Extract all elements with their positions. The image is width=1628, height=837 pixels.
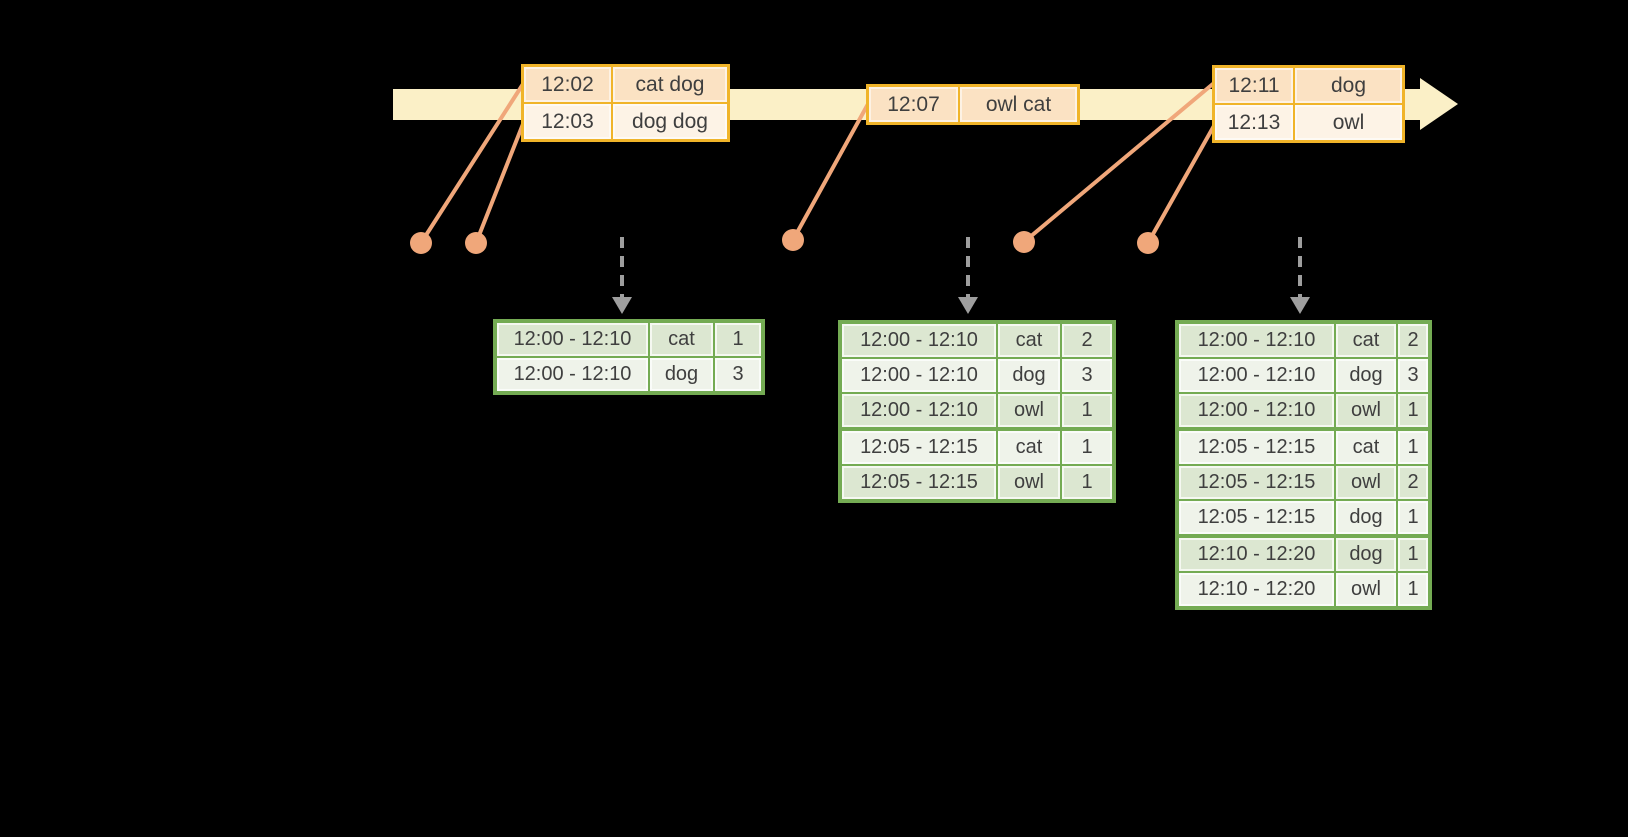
window-cell: 12:00 - 12:10 (494, 356, 650, 394)
window-cell: 12:00 - 12:10 (839, 392, 998, 430)
event-time-dot (1013, 231, 1035, 253)
event-words-cell: owl cat (958, 84, 1080, 125)
word-cell: owl (996, 464, 1062, 502)
event-words-cell: cat dog (611, 64, 730, 104)
window-cell: 12:00 - 12:10 (839, 321, 998, 359)
word-cell: cat (1334, 427, 1398, 466)
count-cell: 1 (1396, 392, 1431, 430)
table-row: 12:13 owl (1212, 103, 1405, 143)
window-cell: 12:00 - 12:10 (494, 320, 650, 358)
window-cell: 12:10 - 12:20 (1176, 571, 1336, 609)
word-cell: cat (1334, 321, 1398, 359)
word-cell: dog (996, 357, 1062, 394)
word-cell: cat (996, 427, 1062, 466)
count-cell: 3 (1396, 357, 1431, 394)
word-cell: owl (1334, 571, 1398, 609)
window-cell: 12:05 - 12:15 (1176, 427, 1336, 466)
table-row: 12:00 - 12:10 cat 1 (494, 320, 764, 358)
event-words-cell: dog dog (611, 102, 730, 142)
window-cell: 12:05 - 12:15 (839, 427, 998, 466)
event-time-cell: 12:07 (866, 84, 960, 125)
table-row: 12:11 dog (1212, 65, 1405, 105)
trigger-arrowhead-icon (1290, 297, 1310, 314)
table-row: 12:10 - 12:20 dog 1 (1176, 534, 1431, 573)
count-cell: 2 (1060, 321, 1115, 359)
word-cell: owl (996, 392, 1062, 430)
count-cell: 1 (713, 320, 764, 358)
word-cell: owl (1334, 464, 1398, 501)
count-cell: 2 (1396, 321, 1431, 359)
table-row: 12:10 - 12:20 owl 1 (1176, 571, 1431, 609)
table-row: 12:05 - 12:15 owl 2 (1176, 464, 1431, 501)
event-time-dot (782, 229, 804, 251)
count-cell: 1 (1396, 427, 1431, 466)
window-cell: 12:00 - 12:10 (1176, 392, 1336, 430)
word-cell: dog (1334, 357, 1398, 394)
event-words-cell: dog (1293, 65, 1405, 105)
table-row: 12:05 - 12:15 cat 1 (839, 427, 1115, 466)
count-cell: 2 (1396, 464, 1431, 501)
result-table-2: 12:00 - 12:10 cat 2 12:00 - 12:10 dog 3 … (838, 320, 1116, 503)
event-table-3: 12:11 dog 12:13 owl (1212, 65, 1405, 143)
event-time-cell: 12:02 (521, 64, 613, 104)
event-connector-line (1146, 122, 1217, 245)
event-time-cell: 12:03 (521, 102, 613, 142)
window-cell: 12:00 - 12:10 (839, 357, 998, 394)
event-time-dot (1137, 232, 1159, 254)
word-cell: dog (1334, 534, 1398, 573)
table-row: 12:03 dog dog (521, 102, 730, 142)
table-row: 12:00 - 12:10 owl 1 (839, 392, 1115, 430)
count-cell: 1 (1396, 534, 1431, 573)
count-cell: 3 (1060, 357, 1115, 394)
word-cell: owl (1334, 392, 1398, 430)
count-cell: 3 (713, 356, 764, 394)
count-cell: 1 (1060, 427, 1115, 466)
table-row: 12:05 - 12:15 cat 1 (1176, 427, 1431, 466)
window-cell: 12:00 - 12:10 (1176, 321, 1336, 359)
table-row: 12:02 cat dog (521, 64, 730, 104)
word-cell: dog (648, 356, 715, 394)
event-time-cell: 12:13 (1212, 103, 1295, 143)
event-table-2: 12:07 owl cat (866, 84, 1080, 125)
word-cell: cat (648, 320, 715, 358)
result-table-3: 12:00 - 12:10 cat 2 12:00 - 12:10 dog 3 … (1175, 320, 1432, 610)
count-cell: 1 (1060, 392, 1115, 430)
window-cell: 12:00 - 12:10 (1176, 357, 1336, 394)
event-connector-line (474, 122, 525, 245)
count-cell: 1 (1396, 499, 1431, 537)
timeline-arrowhead-icon (1420, 78, 1458, 130)
trigger-arrowhead-icon (958, 297, 978, 314)
table-row: 12:05 - 12:15 dog 1 (1176, 499, 1431, 537)
table-row: 12:05 - 12:15 owl 1 (839, 464, 1115, 502)
result-table-1: 12:00 - 12:10 cat 1 12:00 - 12:10 dog 3 (493, 319, 765, 395)
window-cell: 12:10 - 12:20 (1176, 534, 1336, 573)
event-time-cell: 12:11 (1212, 65, 1295, 105)
count-cell: 1 (1060, 464, 1115, 502)
word-cell: cat (996, 321, 1062, 359)
table-row: 12:00 - 12:10 cat 2 (1176, 321, 1431, 359)
trigger-arrowhead-icon (612, 297, 632, 314)
event-time-dot (465, 232, 487, 254)
event-time-dot (410, 232, 432, 254)
window-cell: 12:05 - 12:15 (1176, 499, 1336, 537)
table-row: 12:00 - 12:10 owl 1 (1176, 392, 1431, 430)
table-row: 12:00 - 12:10 cat 2 (839, 321, 1115, 359)
event-connector-line (791, 102, 870, 242)
window-cell: 12:05 - 12:15 (839, 464, 998, 502)
table-row: 12:00 - 12:10 dog 3 (1176, 357, 1431, 394)
table-row: 12:00 - 12:10 dog 3 (494, 356, 764, 394)
count-cell: 1 (1396, 571, 1431, 609)
event-table-1: 12:02 cat dog 12:03 dog dog (521, 64, 730, 142)
table-row: 12:00 - 12:10 dog 3 (839, 357, 1115, 394)
table-row: 12:07 owl cat (866, 84, 1080, 125)
window-cell: 12:05 - 12:15 (1176, 464, 1336, 501)
word-cell: dog (1334, 499, 1398, 537)
event-words-cell: owl (1293, 103, 1405, 143)
